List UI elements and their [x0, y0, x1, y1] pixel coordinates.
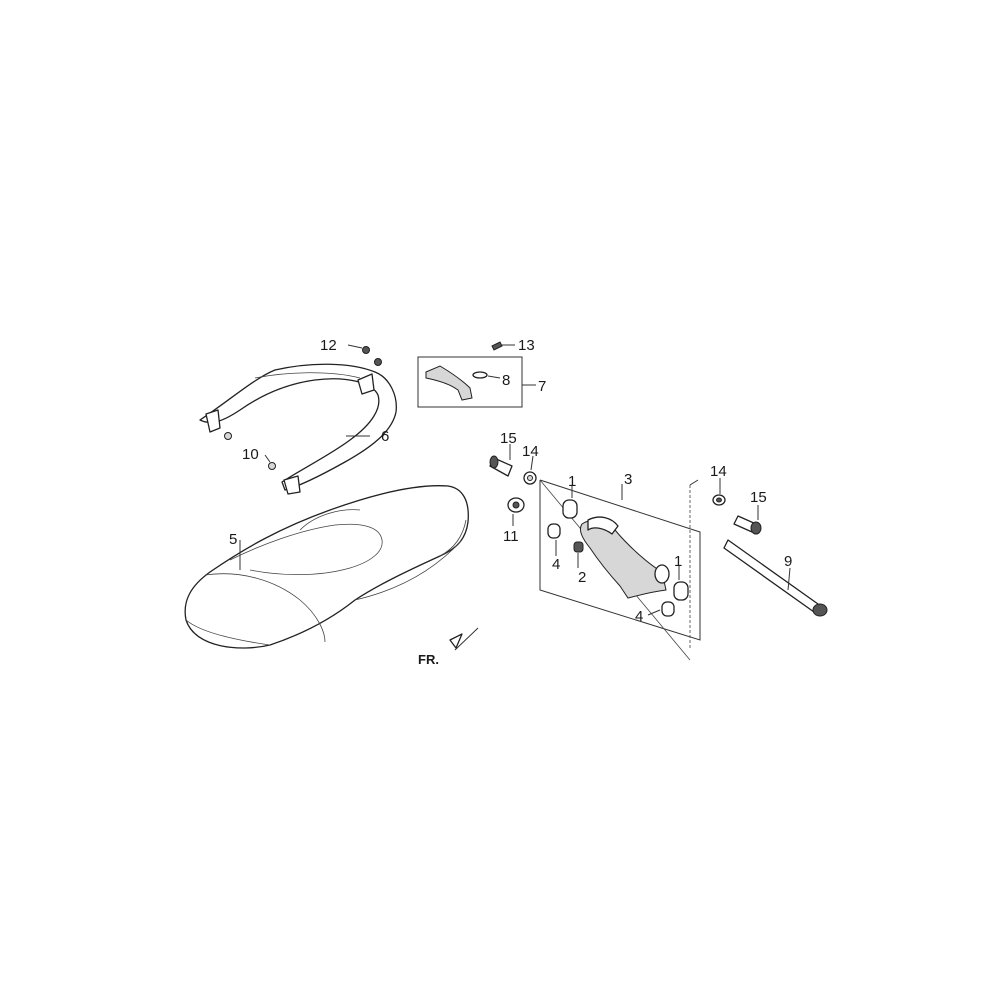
washer-part-14a [523, 471, 537, 485]
callout-1a: 1 [568, 473, 576, 490]
front-direction-arrow [449, 627, 479, 651]
callout-4a: 4 [552, 556, 560, 573]
bolt-part-12 [347, 344, 382, 366]
callout-11: 11 [503, 528, 519, 545]
shaft-part-9 [723, 539, 828, 617]
callout-13: 13 [518, 337, 535, 354]
bushing-part-1a [562, 499, 578, 519]
bolt-part-15a [489, 455, 513, 477]
callout-12: 12 [320, 337, 337, 354]
callout-5: 5 [229, 531, 237, 548]
callout-10: 10 [242, 446, 259, 463]
callout-9: 9 [784, 553, 792, 570]
callout-3: 3 [624, 471, 632, 488]
grab-rail-part-6 [199, 363, 397, 495]
nut-part-11 [507, 497, 525, 513]
hanger-bracket-part-3 [539, 479, 701, 661]
callout-2: 2 [578, 569, 586, 586]
seat-part-5 [184, 485, 469, 649]
callout-15a: 15 [500, 430, 517, 447]
front-label: FR. [418, 652, 439, 667]
callout-4b: 4 [635, 608, 643, 625]
callout-7: 7 [538, 378, 546, 395]
callout-15b: 15 [750, 489, 767, 506]
bolt-part-15b [733, 515, 762, 535]
collar-part-4b [661, 601, 675, 617]
bushing-part-1b [673, 581, 689, 601]
collar-part-4a [547, 523, 561, 539]
leader-lines [239, 435, 791, 616]
callout-6: 6 [381, 428, 389, 445]
nut-part-10 [224, 432, 276, 470]
callout-8: 8 [502, 372, 510, 389]
washer-part-14b [712, 494, 726, 506]
callout-14a: 14 [522, 443, 539, 460]
callout-14b: 14 [710, 463, 727, 480]
pin-part-2 [573, 541, 584, 553]
bracket-group-part-7 [417, 341, 536, 408]
callout-1b: 1 [674, 553, 682, 570]
